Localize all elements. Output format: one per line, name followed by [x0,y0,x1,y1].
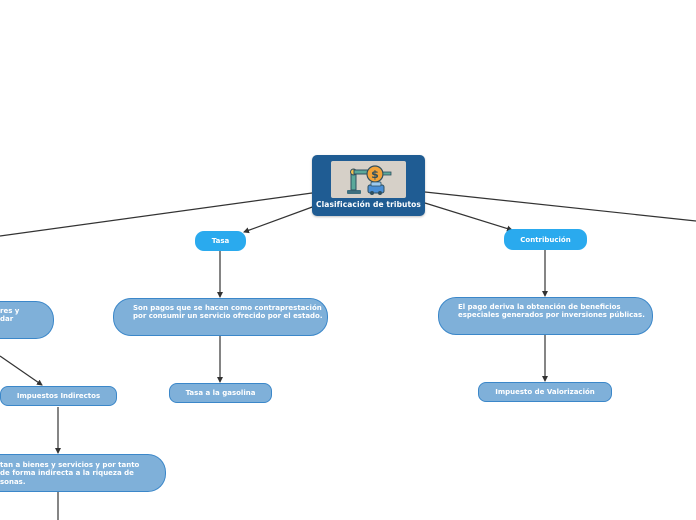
tasa-node[interactable]: Tasa [195,231,246,251]
contribucion-description-node[interactable]: El pago deriva la obtención de beneficio… [438,297,653,335]
contribucion-example-node[interactable]: Impuesto de Valorización [478,382,612,402]
edge-leftdesc-indirectos [0,355,43,386]
edge-root-contribucion [424,202,513,232]
indirect-desc-line: sonas. [0,477,26,486]
impuestos-indirectos-node[interactable]: Impuestos Indirectos [0,386,117,406]
tasa-example-node[interactable]: Tasa a la gasolina [169,383,272,403]
left-description-node[interactable]: res y dar [0,301,54,339]
svg-text:$: $ [371,168,379,181]
root-label: Clasificación de tributos [316,200,421,209]
indirectos-description-node[interactable]: tan a bienes y servicios y por tanto de … [0,454,166,492]
tasa-description-node[interactable]: Son pagos que se hacen como contrapresta… [113,298,328,336]
edge-root-right [424,191,696,222]
indirect-desc-line: tan a bienes y servicios y por tanto [0,461,140,469]
tax-robot-arm-coin-car-icon: $ [331,161,406,198]
left-desc-line: res y [0,307,20,315]
left-desc-line: dar [0,315,14,324]
edge-root-tasa [243,205,316,234]
root-node[interactable]: $ Clasificación de tributos [312,155,425,216]
edge-root-left [0,192,313,237]
contribucion-node[interactable]: Contribución [504,229,587,250]
indirect-desc-line: de forma indirecta a la riqueza de [0,469,134,478]
